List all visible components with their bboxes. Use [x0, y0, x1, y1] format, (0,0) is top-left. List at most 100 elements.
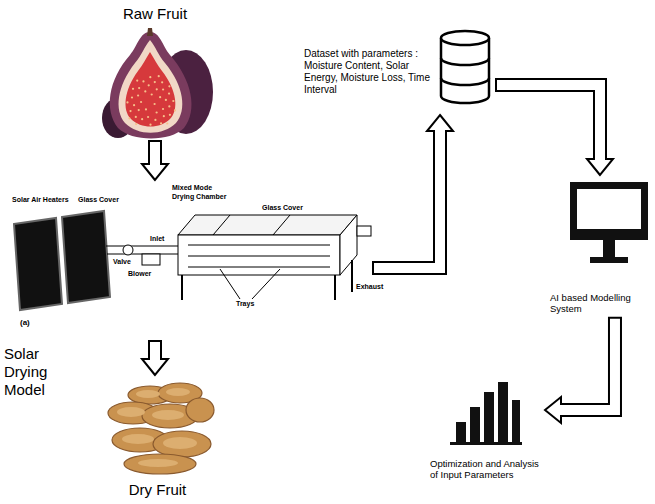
- solar-dryer-drawing-part: [334, 275, 336, 300]
- dry-fruit-stage: Dry Fruit: [95, 375, 220, 502]
- part-label: Exhaust: [356, 283, 383, 292]
- raw-fruit-stage: Raw Fruit: [95, 5, 215, 140]
- fig-seed: [161, 81, 163, 83]
- solar-dryer-drawing-part: [188, 245, 330, 246]
- fig-seed: [166, 122, 168, 124]
- fig-seed: [141, 118, 143, 120]
- bar-chart-icon-part: [456, 422, 466, 442]
- dried-fig-picture-part-part: [122, 434, 154, 444]
- solar-dryer-drawing-part: [340, 215, 357, 275]
- raw-fig-picture-part: [147, 28, 153, 36]
- fig-seed: [174, 109, 176, 111]
- solar-dryer-drawing-part: [106, 246, 178, 247]
- stage-caption: Raw Fruit: [95, 5, 215, 23]
- solar-dryer-drawing-part: [181, 275, 183, 300]
- part-label: Mixed Mode Drying Chamber: [172, 184, 236, 202]
- dried-fig-picture: [108, 383, 214, 474]
- database-icon-part: [441, 31, 489, 45]
- flow-arrow: [372, 115, 453, 268]
- monitor-icon-part: [590, 257, 628, 263]
- ai-model-stage: AI based Modelling System: [545, 175, 652, 317]
- arrow-outline: [560, 317, 615, 410]
- fig-seed: [172, 100, 174, 102]
- part-label: Blower: [128, 270, 151, 279]
- solar-dryer-drawing-part: [142, 254, 160, 265]
- fig-seed: [138, 87, 140, 89]
- solar-dryer-drawing-part: [62, 211, 110, 303]
- database-icon-part: [441, 38, 489, 103]
- solar-dryer-drawing-part: [178, 235, 340, 275]
- stage-caption: Dataset with parameters : Moisture Conte…: [304, 48, 434, 96]
- dried-fig-picture-part-part: [152, 410, 184, 420]
- fig-seed: [156, 88, 158, 90]
- fig-seed: [135, 123, 137, 125]
- arrow-fill: [497, 85, 600, 163]
- raw-fig-picture-part: [110, 32, 192, 139]
- solar-dryer-drawing: [14, 211, 371, 310]
- solar-dryer-drawing-part: [351, 260, 353, 292]
- bar-chart-icon: [450, 382, 522, 445]
- fig-seed: [165, 99, 167, 101]
- arrow-fill: [557, 319, 615, 410]
- fig-seed: [148, 84, 150, 86]
- fig-seed: [156, 111, 158, 113]
- fig-seed: [129, 110, 131, 112]
- dried-fig-picture-part-part: [117, 407, 145, 417]
- dried-fig-picture-part-part: [136, 390, 160, 398]
- monitor-icon-part: [603, 240, 615, 257]
- fig-seed: [126, 101, 128, 103]
- fig-seed: [132, 88, 134, 90]
- fig-seed: [151, 93, 153, 95]
- flow-arrow: [142, 340, 168, 375]
- solar-dryer-drawing-part: [188, 267, 330, 268]
- solar-dryer-drawing-part: [220, 269, 240, 299]
- dried-fig-picture-part: [186, 398, 214, 422]
- fig-seed: [160, 122, 162, 124]
- part-label: Trays: [236, 300, 254, 309]
- arrow-fill: [150, 142, 160, 168]
- flow-arrow: [495, 85, 613, 175]
- fig-seed: [144, 90, 146, 92]
- fig-seed: [133, 104, 135, 106]
- fig-seed: [137, 94, 139, 96]
- dried-fig-picture-part-part: [163, 437, 197, 449]
- part-label: (a): [20, 318, 30, 328]
- bar-chart-icon-part: [512, 400, 520, 442]
- arrow-fill: [150, 342, 160, 363]
- raw-fig-picture-part: [126, 52, 176, 127]
- part-label: Glass Cover: [262, 204, 303, 213]
- database-icon-part: [441, 78, 489, 85]
- solar-dryer-drawing-part: [123, 245, 133, 255]
- database-icon-part: [441, 58, 489, 65]
- part-label: Valve: [113, 258, 131, 267]
- solar-dryer-drawing-part: [357, 226, 371, 236]
- fig-seed: [168, 105, 170, 107]
- stage-caption: Dry Fruit: [95, 481, 220, 499]
- database-icon: [441, 31, 489, 103]
- part-label: Solar Air Heaters: [12, 196, 69, 205]
- stage-caption: Optimization and Analysis of Input Param…: [430, 458, 540, 481]
- raw-fig-picture-part: [126, 75, 176, 126]
- bar-chart-icon-part: [498, 382, 508, 442]
- fig-seed: [162, 88, 164, 90]
- part-label: Inlet: [150, 235, 164, 244]
- fig-seed: [158, 75, 160, 77]
- fig-seed: [145, 108, 147, 110]
- raw-fig-picture: [102, 28, 213, 139]
- fig-seed: [163, 115, 165, 117]
- fig-seed: [168, 85, 170, 87]
- arrow-outline: [495, 85, 600, 160]
- solar-dryer-drawing-part: [213, 215, 230, 235]
- fig-seed: [169, 114, 171, 116]
- solar-dryer-drawing-part: [14, 218, 62, 310]
- raw-fig-picture-part: [119, 40, 183, 133]
- arrow-fill: [374, 127, 440, 268]
- bar-chart-icon-part: [450, 442, 522, 445]
- dried-fig-picture-part: [124, 454, 196, 474]
- part-label: Glass Cover: [78, 196, 119, 205]
- drying-model-stage: Solar Drying Model: [2, 180, 372, 340]
- fig-seed: [162, 108, 164, 110]
- solar-dryer-drawing-part: [273, 215, 290, 235]
- fig-seed: [142, 80, 144, 82]
